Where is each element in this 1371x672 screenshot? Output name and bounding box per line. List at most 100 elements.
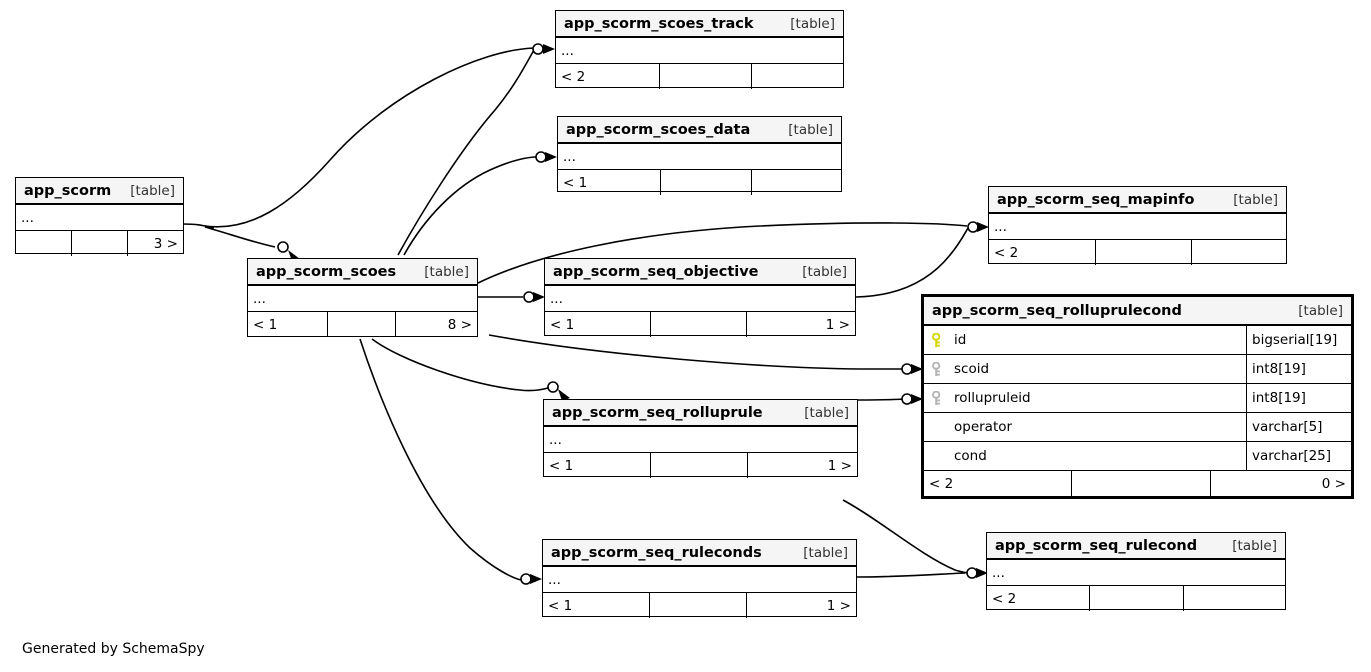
table-header: app_scorm_seq_objective [table] <box>545 259 855 286</box>
edge-scoes-ruleconds <box>359 338 522 581</box>
table-kind-label: [table] <box>1233 191 1278 208</box>
table-app_scorm_scoes_track[interactable]: app_scorm_scoes_track [table] ... < 2 <box>555 10 844 89</box>
table-app_scorm[interactable]: app_scorm [table] ... 3 > <box>15 177 184 256</box>
table-kind-label: [table] <box>1298 302 1343 319</box>
table-header: app_scorm_seq_ruleconds [table] <box>543 540 856 567</box>
footer-child-count: 1 > <box>825 316 850 333</box>
footer-child-count <box>752 170 841 195</box>
edge-ruleconds-rulecond <box>856 572 966 578</box>
table-columns-ellipsis: ... <box>545 286 855 312</box>
column-row-rollupruleid[interactable]: rollupruleid int8[19] <box>924 384 1351 413</box>
footer-parent-count: < 2 <box>556 64 660 89</box>
primary-key-icon <box>932 332 941 347</box>
footer-child-count <box>1192 240 1286 265</box>
edge-scorm-scoes <box>204 226 276 248</box>
table-name: app_scorm <box>24 182 112 199</box>
table-columns-ellipsis: ... <box>248 286 477 312</box>
table-columns-ellipsis: ... <box>558 144 841 170</box>
edge-objective-mapinfo <box>855 227 969 298</box>
footer-middle <box>650 593 747 618</box>
footer-parent-count: < 1 <box>543 593 650 618</box>
footer-middle <box>1096 240 1192 265</box>
column-type: bigserial[19] <box>1252 332 1338 348</box>
table-columns-ellipsis: ... <box>544 427 857 453</box>
table-name: app_scorm_seq_rolluprulecond <box>932 302 1182 319</box>
column-row-cond[interactable]: cond varchar[25] <box>924 442 1351 471</box>
footer-child-count <box>1184 586 1285 611</box>
footer-parent-count <box>16 231 72 256</box>
table-footer: < 1 1 > <box>544 453 857 478</box>
table-kind-label: [table] <box>804 404 849 421</box>
column-name: cond <box>954 448 987 464</box>
table-app_scorm_scoes[interactable]: app_scorm_scoes [table] ... < 1 8 > <box>247 258 478 337</box>
column-name-cell: id <box>924 326 1247 354</box>
table-header: app_scorm_scoes_track [table] <box>556 11 843 38</box>
table-header: app_scorm_seq_rolluprule [table] <box>544 400 857 427</box>
table-header: app_scorm_scoes [table] <box>248 259 477 286</box>
table-app_scorm_scoes_data[interactable]: app_scorm_scoes_data [table] ... < 1 <box>557 116 842 195</box>
table-kind-label: [table] <box>803 544 848 561</box>
table-name: app_scorm_seq_rulecond <box>995 537 1198 554</box>
footer-child-count <box>752 64 843 89</box>
table-columns-ellipsis: ... <box>989 214 1286 240</box>
footer-parent-count: < 2 <box>987 586 1090 611</box>
column-row-id[interactable]: id bigserial[19] <box>924 326 1351 355</box>
column-name-cell: rollupruleid <box>924 384 1247 412</box>
footer-middle <box>660 64 752 89</box>
generated-by-label: Generated by SchemaSpy <box>22 641 205 657</box>
column-name: id <box>954 332 967 348</box>
table-kind-label: [table] <box>802 263 847 280</box>
table-app_scorm_seq_rolluprule[interactable]: app_scorm_seq_rolluprule [table] ... < 1… <box>543 399 858 478</box>
table-app_scorm_seq_rulecond[interactable]: app_scorm_seq_rulecond [table] ... < 2 <box>986 532 1286 611</box>
foreign-key-icon <box>932 361 941 376</box>
table-footer: < 2 0 > <box>924 471 1351 496</box>
table-app_scorm_seq_rollupruleccond[interactable]: app_scorm_seq_rolluprulecond [table] id … <box>921 294 1354 499</box>
footer-middle <box>1072 471 1211 496</box>
table-kind-label: [table] <box>1232 537 1277 554</box>
table-footer: < 2 <box>989 240 1286 265</box>
footer-child-count: 3 > <box>153 235 178 252</box>
footer-parent-count: < 1 <box>558 170 661 195</box>
table-app_scorm_seq_ruleconds[interactable]: app_scorm_seq_ruleconds [table] ... < 1 … <box>542 539 857 618</box>
column-type: varchar[5] <box>1252 419 1323 435</box>
table-app_scorm_seq_objective[interactable]: app_scorm_seq_objective [table] ... < 1 … <box>544 258 856 337</box>
column-name: operator <box>954 419 1013 435</box>
edge-scoes-rolluprule <box>371 338 552 392</box>
footer-parent-count: < 1 <box>248 312 328 337</box>
edge-scorm-scoestrack <box>204 47 535 228</box>
column-row-operator[interactable]: operator varchar[5] <box>924 413 1351 442</box>
column-name: scoid <box>954 361 990 377</box>
table-footer: < 1 8 > <box>248 312 477 337</box>
table-name: app_scorm_scoes <box>256 263 397 280</box>
edge-stem <box>182 223 215 229</box>
footer-middle <box>651 312 747 337</box>
foreign-key-icon <box>932 390 941 405</box>
column-name-cell: scoid <box>924 355 1247 383</box>
footer-middle <box>328 312 396 337</box>
column-name-cell: operator <box>924 413 1247 441</box>
footer-parent-count: < 2 <box>989 240 1096 265</box>
table-app_scorm_seq_mapinfo[interactable]: app_scorm_seq_mapinfo [table] ... < 2 <box>988 186 1287 265</box>
footer-middle <box>72 231 128 256</box>
table-name: app_scorm_scoes_data <box>566 121 751 138</box>
edge-scoes-rollupruleccond <box>488 334 903 370</box>
table-footer: < 2 <box>987 586 1285 611</box>
column-row-scoid[interactable]: scoid int8[19] <box>924 355 1351 384</box>
table-name: app_scorm_seq_ruleconds <box>551 544 762 561</box>
footer-parent-count: < 1 <box>544 453 651 478</box>
table-kind-label: [table] <box>130 182 175 199</box>
column-type: int8[19] <box>1252 361 1306 377</box>
table-header: app_scorm [table] <box>16 178 183 205</box>
footer-child-count: 1 > <box>827 457 852 474</box>
table-kind-label: [table] <box>424 263 469 280</box>
table-header: app_scorm_seq_mapinfo [table] <box>989 187 1286 214</box>
table-columns-ellipsis: ... <box>987 560 1285 586</box>
footer-child-count: 0 > <box>1321 475 1346 492</box>
table-name: app_scorm_seq_mapinfo <box>997 191 1195 208</box>
table-header: app_scorm_seq_rulecond [table] <box>987 533 1285 560</box>
table-footer: 3 > <box>16 231 183 256</box>
footer-middle <box>1090 586 1184 611</box>
footer-child-count: 8 > <box>447 316 472 333</box>
table-footer: < 2 <box>556 64 843 89</box>
